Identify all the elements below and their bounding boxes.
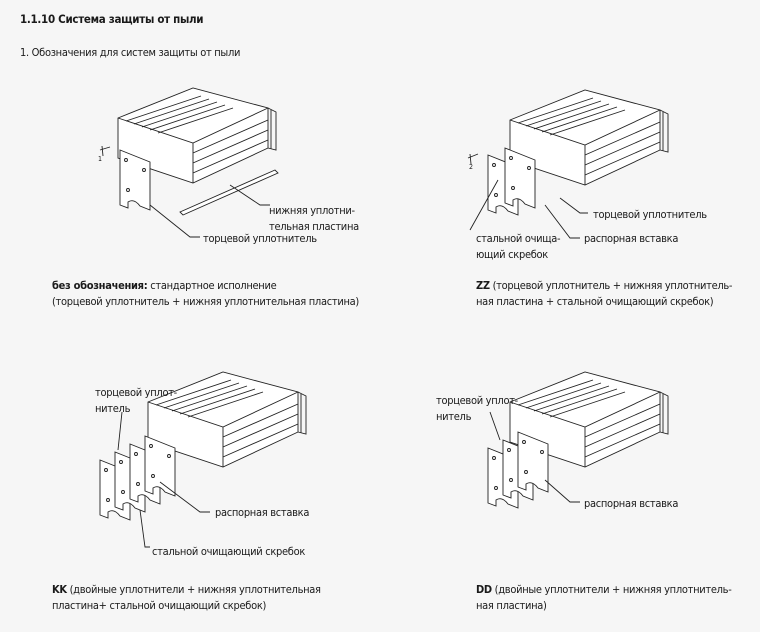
fig2-label-scraper-1: стальной очища- xyxy=(476,232,561,245)
fig4-label-end-seal-2: нитель xyxy=(436,410,472,423)
fig1-marker: 1 xyxy=(98,155,102,163)
fig1-label-bottom-seal-1: нижняя уплотни- xyxy=(269,204,355,217)
fig3-label-spacer: распорная вставка xyxy=(215,506,310,519)
fig2-code: ZZ xyxy=(476,279,490,292)
fig1-drawing xyxy=(99,87,279,238)
fig2-marker: 2 xyxy=(469,163,473,171)
fig1-desc-1: стандартное исполнение xyxy=(147,279,277,292)
fig3-caption-1: KK (двойные уплотнители + нижняя уплотни… xyxy=(52,582,321,597)
fig2-drawing xyxy=(467,89,669,239)
fig4-desc-1: (двойные уплотнители + нижняя уплотнител… xyxy=(491,583,732,596)
fig2-caption-2: ная пластина + стальной очищающий скребо… xyxy=(476,295,714,308)
fig3-caption-2: пластина+ стальной очищающий скребок) xyxy=(52,599,267,612)
fig1-label-bottom-seal-2: тельная пластина xyxy=(269,220,359,233)
fig4-caption-1: DD (двойные уплотнители + нижняя уплотни… xyxy=(476,582,732,597)
fig4-label-end-seal-1: торцевой уплот- xyxy=(436,394,518,407)
fig1-caption-1: без обозначения: стандартное исполнение xyxy=(52,278,277,293)
fig4-code: DD xyxy=(476,583,492,596)
fig4-label-spacer: распорная вставка xyxy=(584,497,679,510)
subtitle: 1. Обозначения для систем защиты от пыли xyxy=(20,46,241,59)
fig2-label-end-seal: торцевой уплотнитель xyxy=(593,208,707,221)
section-title: 1.1.10 Система защиты от пыли xyxy=(20,12,204,26)
fig3-label-end-seal-1: торцевой уплот- xyxy=(95,386,177,399)
fig4-caption-2: ная пластина) xyxy=(476,599,547,612)
fig2-label-spacer: распорная вставка xyxy=(584,232,679,245)
fig3-code: KK xyxy=(52,583,67,596)
fig3-drawing xyxy=(99,371,307,548)
fig2-label-scraper-2: ющий скребок xyxy=(476,248,548,261)
fig2-desc-1: (торцевой уплотнитель + нижняя уплотните… xyxy=(489,279,733,292)
fig3-label-end-seal-2: нитель xyxy=(95,402,131,415)
fig1-code: без обозначения: xyxy=(52,279,148,292)
fig2-caption-1: ZZ (торцевой уплотнитель + нижняя уплотн… xyxy=(476,278,733,293)
fig3-desc-1: (двойные уплотнители + нижняя уплотнител… xyxy=(66,583,321,596)
fig1-label-end-seal: торцевой уплотнитель xyxy=(203,232,317,245)
fig1-caption-2: (торцевой уплотнитель + нижняя уплотните… xyxy=(52,295,359,308)
fig3-label-scraper: стальной очищающий скребок xyxy=(152,545,306,558)
fig4-drawing xyxy=(487,371,669,509)
